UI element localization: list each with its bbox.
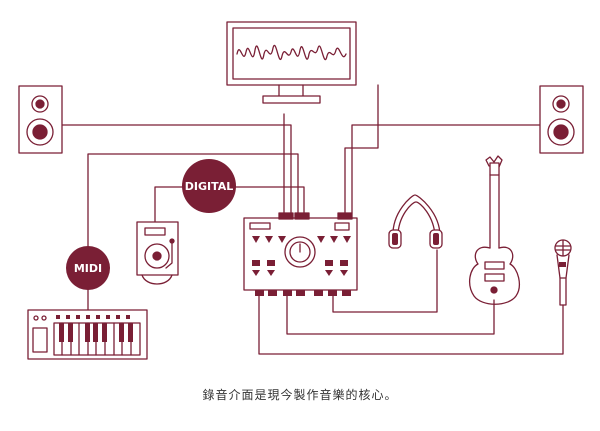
digital-badge: DIGITAL	[182, 159, 236, 213]
microphone-cable	[258, 295, 564, 355]
midi-badge: MIDI	[66, 246, 110, 290]
right-speaker	[539, 85, 584, 154]
microphone	[554, 239, 572, 306]
electric-guitar	[468, 155, 520, 305]
monitor-cable-right	[344, 84, 379, 214]
left-speaker-cable	[61, 124, 292, 214]
midi-cable	[87, 153, 299, 311]
audio-interface-connection-diagram: DIGITAL MIDI	[18, 21, 584, 360]
midi-keyboard	[27, 309, 148, 360]
midi-label: MIDI	[74, 262, 102, 275]
monitor-display	[226, 21, 357, 104]
audio-interface	[243, 212, 358, 296]
headphones	[388, 194, 443, 249]
left-speaker	[18, 85, 63, 154]
digital-label: DIGITAL	[185, 180, 234, 193]
right-speaker-cable	[351, 124, 541, 214]
diagram-caption: 錄音介面是現今製作音樂的核心。	[202, 388, 398, 402]
turntable	[136, 221, 179, 285]
headphones-cable	[332, 249, 438, 313]
guitar-cable	[286, 295, 495, 335]
